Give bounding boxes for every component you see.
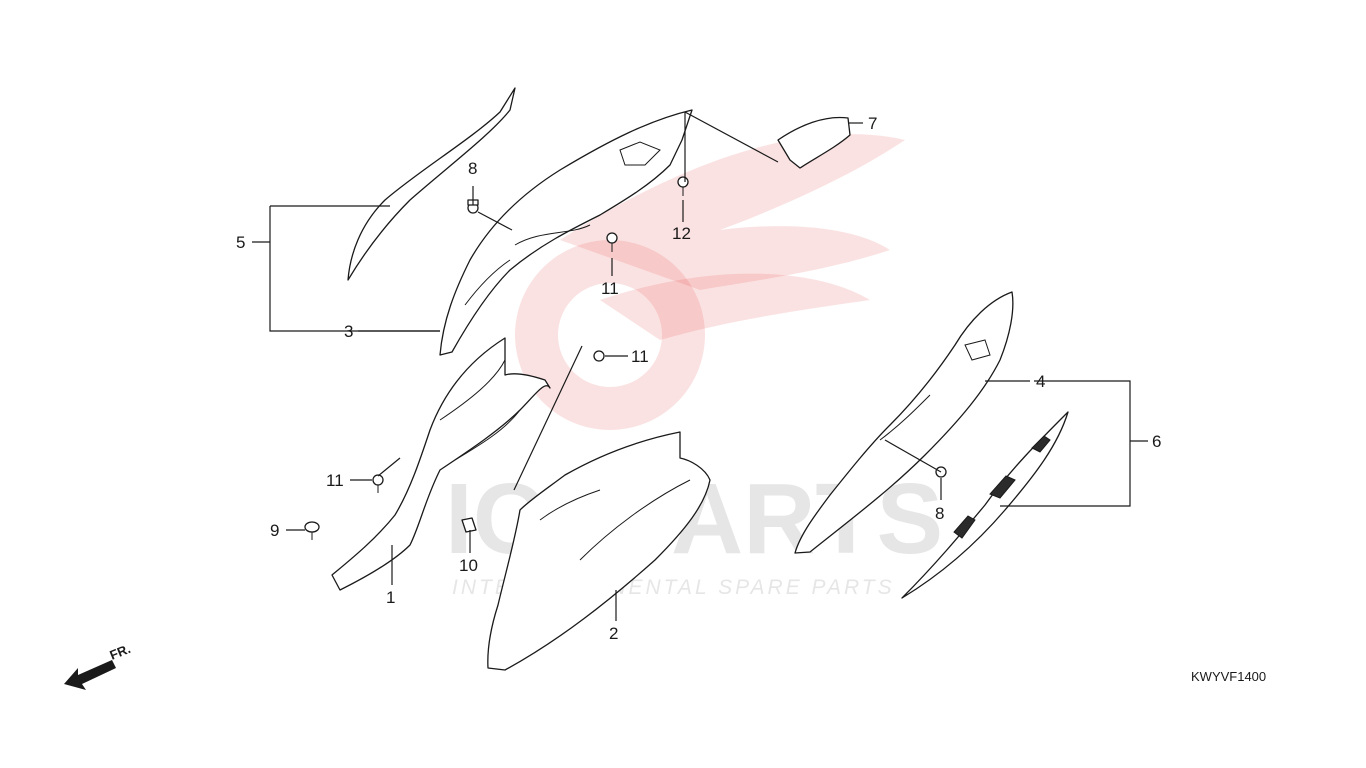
callout-5: 5 <box>236 233 245 252</box>
callout-7: 7 <box>868 114 877 133</box>
fastener-11-upper <box>606 232 618 252</box>
part-5-stripe <box>347 87 516 281</box>
callout-8-upper: 8 <box>468 159 477 178</box>
part-6-decal <box>901 411 1069 599</box>
callout-10: 10 <box>459 556 478 575</box>
callout-12: 12 <box>672 224 691 243</box>
fastener-9-clip <box>304 521 320 540</box>
callout-6: 6 <box>1152 432 1161 451</box>
part-7-tail-cap <box>777 116 851 169</box>
callout-9: 9 <box>270 521 279 540</box>
callout-8-right: 8 <box>935 504 944 523</box>
diagram-code: KWYVF1400 <box>1191 669 1266 684</box>
front-direction-arrow: FR. <box>64 641 133 690</box>
fastener-11-lower <box>372 474 384 493</box>
callout-2: 2 <box>609 624 618 643</box>
callout-4: 4 <box>1036 372 1045 391</box>
part-1-inner-cover <box>331 337 551 591</box>
callout-11-upper: 11 <box>601 279 619 298</box>
callout-11-lower: 11 <box>326 471 344 490</box>
fastener-11-middle <box>593 350 605 362</box>
part-2-side-cover <box>487 431 711 671</box>
direction-label: FR. <box>108 641 133 663</box>
leader-lines <box>252 111 1148 621</box>
callout-3: 3 <box>344 322 353 341</box>
callout-1: 1 <box>386 588 395 607</box>
callout-labels: 5 3 8 7 12 11 11 11 9 1 10 2 4 6 8 <box>236 114 1161 643</box>
part-3-body-cover <box>439 109 693 356</box>
callout-11-middle: 11 <box>631 347 649 366</box>
watermark-logo <box>515 134 905 430</box>
fastener-10-clip <box>461 517 477 533</box>
part-4-right-cover <box>794 291 1014 554</box>
